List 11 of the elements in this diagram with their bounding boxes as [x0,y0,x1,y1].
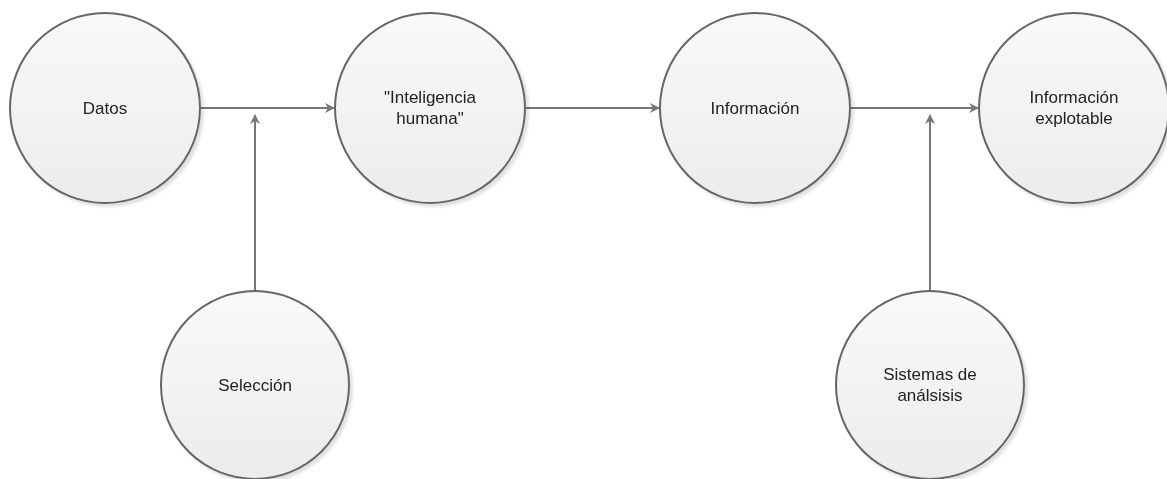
arrow [925,114,935,291]
node-label: "Inteligencia humana" [382,87,477,129]
node-label: Selección [218,374,292,396]
arrow [200,103,335,113]
node-label: Sistemas de análsisis [882,364,978,406]
arrow [250,114,260,291]
arrow [850,103,979,113]
arrow [525,103,660,113]
node-label: Datos [82,97,128,119]
node-label: Información explotable [1028,87,1120,129]
node-label: Información [710,97,800,119]
